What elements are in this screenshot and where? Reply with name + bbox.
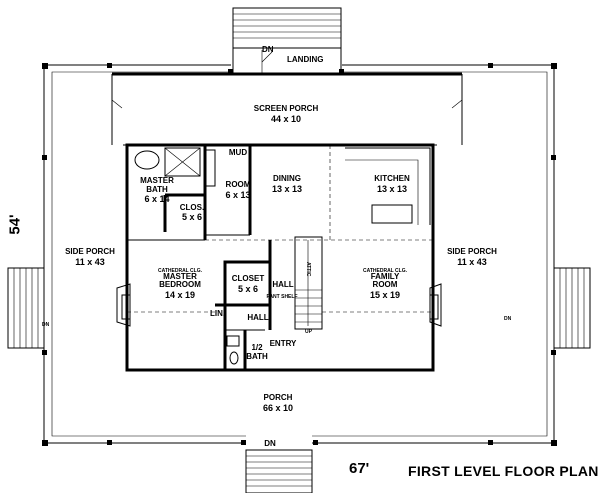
width-dimension: 67' [349,460,370,477]
label-master-bedroom-2: BEDROOM [159,280,201,289]
label-screen-porch: SCREEN PORCH [254,104,319,113]
label-up: UP [305,329,313,335]
label-dn-top: DN [262,45,274,54]
label-attic: ATTIC [305,262,311,277]
bottom-stair [245,449,313,493]
label-dining-size: 13 x 13 [272,184,302,194]
label-hall-upper: HALL [272,280,293,289]
label-master-bath-2: BATH [146,185,168,194]
label-porch: PORCH [264,393,293,402]
label-side-porch-right-size: 11 x 43 [457,257,487,267]
label-mud-room-size: 6 x 13 [225,190,250,200]
label-half-bath-2: BATH [246,352,268,361]
label-half-bath-1: 1/2 [251,343,263,352]
label-side-porch-left-size: 11 x 43 [75,257,105,267]
depth-dimension: 54' [6,214,24,235]
label-pant-shelf: PANT SHELF [266,294,297,300]
label-closet: CLOSET [232,274,265,283]
label-master-bath-1: MASTER [140,176,174,185]
label-porch-size: 66 x 10 [263,403,293,413]
label-hall-lower: HALL [247,313,268,322]
label-kitchen: KITCHEN [374,174,410,183]
porch-outline [42,63,557,446]
label-family-room-2: ROOM [373,280,398,289]
label-lin: LIN. [210,309,225,318]
label-family-room-note: CATHEDRAL CLG. [363,268,408,274]
label-landing: LANDING [287,55,323,64]
side-stairs [7,267,591,349]
label-family-room-size: 15 x 19 [370,290,400,300]
label-side-porch-right: SIDE PORCH [447,247,497,256]
label-master-bedroom-note: CATHEDRAL CLG. [158,268,203,274]
house-walls [116,143,442,372]
label-entry: ENTRY [270,339,297,348]
label-dining: DINING [273,174,301,183]
label-dn-left: DN [42,322,50,328]
label-master-bedroom-1: MASTER [163,272,197,281]
label-clos: CLOS. [180,203,204,212]
label-mud-room-2: ROOM [226,180,251,189]
label-clos-size: 5 x 6 [182,212,202,222]
label-side-porch-left: SIDE PORCH [65,247,115,256]
label-family-room-1: FAMILY [371,272,400,281]
label-screen-porch-size: 44 x 10 [271,114,301,124]
label-kitchen-size: 13 x 13 [377,184,407,194]
label-dn-bottom: DN [264,439,276,448]
top-stair [232,7,342,75]
label-mud-room-1: MUD [229,148,247,157]
label-closet-size: 5 x 6 [238,284,258,294]
screen-porch [111,72,463,145]
label-master-bath-size: 6 x 14 [144,194,169,204]
plan-title: FIRST LEVEL FLOOR PLAN [408,463,599,479]
label-master-bedroom-size: 14 x 19 [165,290,195,300]
label-dn-right: DN [504,316,512,322]
